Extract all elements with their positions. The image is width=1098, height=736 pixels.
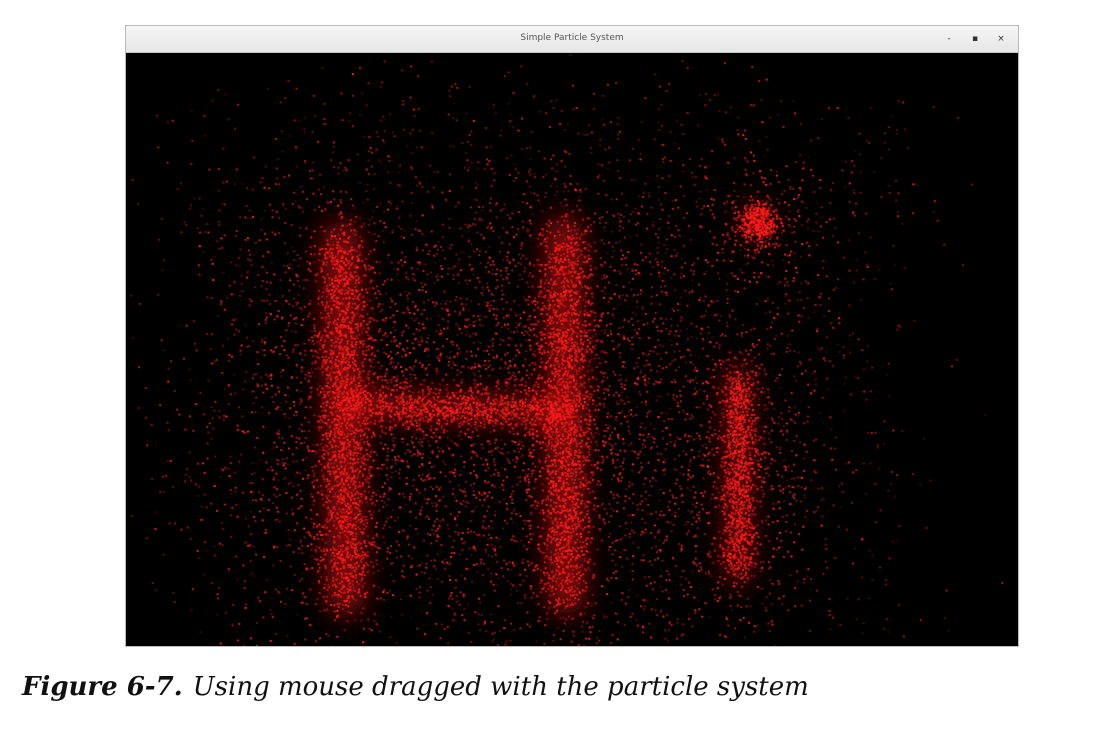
figure-label: Figure 6-7. [22, 672, 183, 702]
figure-caption: Figure 6-7. Using mouse dragged with the … [22, 672, 809, 702]
minimize-icon[interactable]: - [947, 34, 951, 44]
particle-canvas[interactable] [126, 53, 1018, 646]
maximize-icon[interactable]: ▪ [971, 34, 979, 44]
particle-canvas-area[interactable] [126, 53, 1018, 646]
particles-group [130, 54, 1004, 646]
close-icon[interactable]: × [997, 34, 1005, 44]
window-title: Simple Particle System [520, 33, 624, 43]
figure-caption-text: Using mouse dragged with the particle sy… [192, 672, 809, 702]
app-window: Simple Particle System - ▪ × [125, 25, 1019, 647]
window-titlebar[interactable]: Simple Particle System - ▪ × [126, 26, 1018, 53]
